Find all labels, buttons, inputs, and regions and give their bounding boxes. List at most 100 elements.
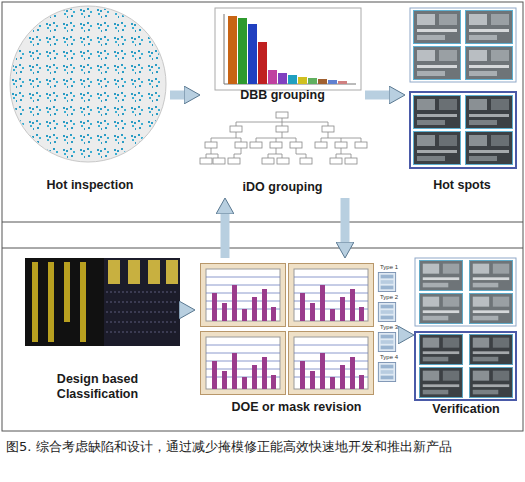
wafer-map bbox=[10, 6, 166, 162]
sem-image bbox=[469, 293, 513, 324]
layout-image bbox=[25, 258, 180, 346]
tree-box bbox=[213, 158, 225, 164]
panel-divider bbox=[2, 248, 523, 249]
layout-shape bbox=[48, 262, 54, 342]
flow-arrow bbox=[341, 198, 350, 248]
bar bbox=[248, 24, 257, 84]
sem-image bbox=[465, 46, 513, 80]
type-box bbox=[378, 272, 395, 291]
layout-bg bbox=[25, 258, 180, 346]
sem-image bbox=[469, 334, 513, 365]
flow-arrow bbox=[170, 91, 190, 100]
layout-shape bbox=[32, 262, 38, 342]
tree-box bbox=[270, 142, 282, 148]
layout-shape bbox=[108, 260, 120, 284]
sem-image bbox=[469, 367, 513, 398]
sem-image bbox=[465, 10, 513, 44]
doe-chart bbox=[289, 264, 374, 327]
flow-arrow bbox=[398, 331, 404, 340]
sem-image bbox=[413, 10, 461, 44]
layout-grid bbox=[106, 292, 178, 332]
tree-box bbox=[228, 158, 240, 164]
bar bbox=[278, 73, 287, 84]
panel-label: Design based Classification bbox=[43, 372, 153, 405]
bar bbox=[258, 42, 267, 84]
panel-label: Hot inspection bbox=[47, 178, 134, 196]
bar bbox=[288, 75, 297, 84]
figure-panel: Hot spots bbox=[405, 6, 519, 196]
image-group bbox=[415, 258, 516, 326]
sem-image bbox=[413, 95, 461, 129]
layout-shape bbox=[166, 260, 178, 284]
panel-label: Verification bbox=[432, 402, 499, 420]
type-label: Type 2 bbox=[380, 294, 398, 301]
tree-box bbox=[200, 158, 212, 164]
tree-box bbox=[230, 126, 242, 132]
tree-box bbox=[262, 158, 274, 164]
panel-label: DOE or mask revision bbox=[232, 400, 362, 418]
layout-shape bbox=[104, 258, 180, 346]
tree-box bbox=[235, 142, 247, 148]
sem-image bbox=[419, 367, 463, 398]
flow-arrow bbox=[221, 208, 230, 258]
tree-box bbox=[276, 126, 288, 132]
type-label: Type 3 bbox=[380, 324, 398, 331]
tree-box bbox=[335, 142, 347, 148]
verification-images bbox=[415, 258, 516, 400]
sem-image bbox=[419, 334, 463, 365]
panel-label: iDO grouping bbox=[243, 180, 323, 198]
type-label: Type 1 bbox=[380, 264, 398, 271]
chart-frame bbox=[215, 8, 361, 90]
sem-image bbox=[413, 46, 461, 80]
doe-chart bbox=[289, 332, 374, 395]
figure-panel: Design based Classification bbox=[15, 255, 180, 405]
layout-shape bbox=[148, 260, 160, 284]
flow-arrow bbox=[365, 91, 395, 100]
axis bbox=[224, 14, 225, 84]
sem-image bbox=[419, 293, 463, 324]
tree-links bbox=[206, 118, 361, 158]
type-label: Type 4 bbox=[380, 354, 398, 361]
sem-image bbox=[465, 131, 513, 165]
figure-panel: iDO grouping bbox=[195, 108, 370, 198]
bar bbox=[328, 80, 337, 84]
bar bbox=[238, 18, 247, 84]
tree-box bbox=[290, 142, 302, 148]
tree-box bbox=[355, 142, 367, 148]
bar-chart bbox=[215, 8, 361, 90]
bar bbox=[338, 81, 347, 84]
tree-box bbox=[330, 158, 342, 164]
bar bbox=[308, 78, 317, 84]
layout-shape bbox=[80, 262, 86, 342]
tree-box bbox=[250, 142, 262, 148]
bar bbox=[268, 70, 277, 84]
bar bbox=[318, 79, 327, 84]
hot-spot-images bbox=[410, 8, 516, 168]
doe-chart bbox=[201, 332, 286, 395]
panel-divider bbox=[2, 222, 523, 223]
figure-panel: DBB grouping bbox=[200, 6, 365, 106]
type-box bbox=[378, 332, 395, 351]
tree-box bbox=[345, 158, 357, 164]
image-group bbox=[410, 8, 516, 82]
wafer bbox=[10, 6, 166, 162]
panel-label: Hot spots bbox=[433, 178, 491, 196]
outer-frame bbox=[2, 2, 523, 431]
bar bbox=[228, 16, 237, 84]
tree-box bbox=[277, 158, 289, 164]
bar bbox=[298, 77, 307, 84]
defect-dots bbox=[10, 6, 166, 162]
tree-box bbox=[322, 126, 334, 132]
tree-box bbox=[276, 112, 288, 118]
flow-arrow bbox=[180, 306, 185, 315]
sem-image bbox=[469, 260, 513, 291]
panel-label: DBB grouping bbox=[240, 88, 325, 106]
image-group bbox=[410, 92, 516, 168]
tree-box bbox=[205, 142, 217, 148]
tree-box bbox=[315, 142, 327, 148]
image-group bbox=[415, 332, 516, 400]
sem-image bbox=[413, 131, 461, 165]
